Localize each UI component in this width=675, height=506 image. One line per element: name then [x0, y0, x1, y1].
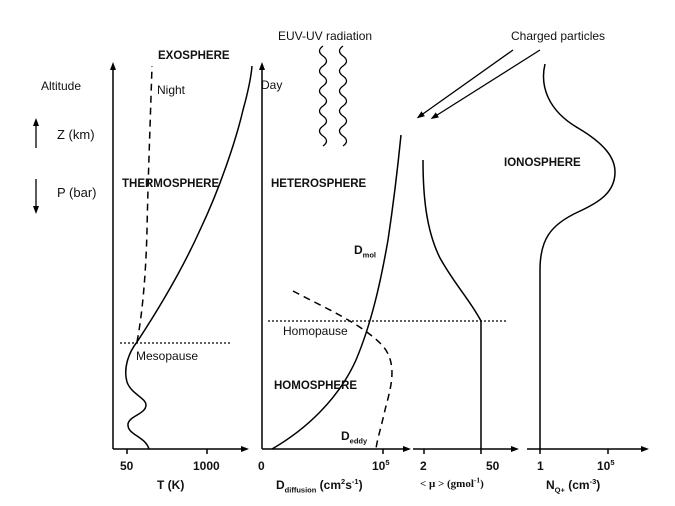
mesopause-label: Mesopause: [136, 349, 199, 363]
ion-density-axis-unit-sup: -3: [589, 477, 597, 486]
molar-mass-tick-label-2: 2: [420, 459, 427, 473]
night-label: Night: [157, 83, 186, 97]
ion-density-axis-unit: (cm: [564, 478, 590, 492]
ion-density-axis-title: NQ+ (cm-3): [546, 477, 601, 495]
diffusion-tick-exponent: 5: [385, 458, 390, 467]
diffusion-axis-unit: (cm: [316, 478, 342, 492]
ion-density-curve: [539, 63, 616, 449]
euv-radiation-wave-1: [318, 45, 328, 147]
altitude-label: Altitude: [41, 79, 82, 93]
ion-density-tick-exponent: 5: [610, 458, 615, 467]
diffusion-axis-close: ): [358, 478, 363, 492]
molar-mass-axis-title: < μ > (gmol-1): [420, 476, 484, 490]
molar-mass-axis-text: < μ > (gmol: [420, 478, 474, 490]
diffusion-axis-unit-sup2: -1: [351, 477, 359, 486]
night-temperature-curve: [136, 65, 153, 343]
d-mol-subscript: mol: [362, 250, 377, 260]
temperature-tick-label-1000: 1000: [193, 459, 220, 473]
temperature-tick-label-50: 50: [120, 459, 134, 473]
ion-density-axis-symbol: N: [546, 478, 555, 492]
temperature-axis-title: T (K): [157, 478, 185, 492]
diffusion-tick-label-1e5: 105: [372, 458, 390, 473]
euv-uv-label: EUV-UV radiation: [278, 29, 373, 43]
exosphere-label: EXOSPHERE: [158, 50, 230, 62]
charged-particles-label: Charged particles: [511, 29, 606, 43]
pressure-p-bar-label: P (bar): [57, 185, 97, 200]
ion-density-axis-subscript: Q+: [554, 485, 565, 495]
diffusion-tick-base: 10: [372, 459, 386, 473]
d-mol-curve: [271, 134, 402, 450]
charged-particles-arrow-2: [430, 49, 541, 120]
d-eddy-curve: [292, 290, 393, 450]
diffusion-axis-unit-sup: 2: [341, 477, 346, 486]
homosphere-label: HOMOSPHERE: [274, 380, 358, 392]
d-eddy-main: D: [341, 429, 350, 443]
thermosphere-label: THERMOSPHERE: [122, 178, 220, 190]
homopause-label: Homopause: [283, 324, 348, 338]
lower-temperature-curve: [125, 341, 150, 450]
ionosphere-label: IONOSPHERE: [504, 157, 581, 169]
altitude-z-km-label: Z (km): [57, 127, 95, 142]
diffusion-axis-symbol: D: [276, 478, 285, 492]
day-temperature-curve: [136, 65, 253, 343]
molar-mass-axis-sup: -1: [473, 475, 481, 485]
euv-radiation-wave-2: [338, 45, 348, 147]
diffusion-axis-title: Ddiffusion (cm2s-1): [276, 477, 363, 495]
molar-mass-axis-close: ): [480, 478, 484, 490]
d-mol-main: D: [354, 243, 363, 257]
heterosphere-label: HETEROSPHERE: [271, 178, 367, 190]
d-eddy-subscript: eddy: [349, 436, 368, 446]
ion-density-tick-label-1e5: 105: [597, 458, 615, 473]
d-mol-label: Dmol: [354, 243, 377, 260]
day-label: Day: [261, 78, 283, 92]
d-eddy-label: Deddy: [341, 429, 368, 446]
diffusion-tick-label-0: 0: [258, 459, 265, 473]
ion-density-tick-label-1: 1: [537, 459, 544, 473]
molar-mass-curve: [422, 159, 482, 449]
molar-mass-tick-label-50: 50: [486, 459, 500, 473]
charged-particles-arrow-1: [416, 49, 514, 119]
diffusion-axis-unit-s: s: [345, 478, 352, 492]
ion-density-axis-close: ): [596, 478, 601, 492]
diffusion-axis-subscript: diffusion: [284, 485, 317, 495]
ion-density-tick-base: 10: [597, 459, 611, 473]
